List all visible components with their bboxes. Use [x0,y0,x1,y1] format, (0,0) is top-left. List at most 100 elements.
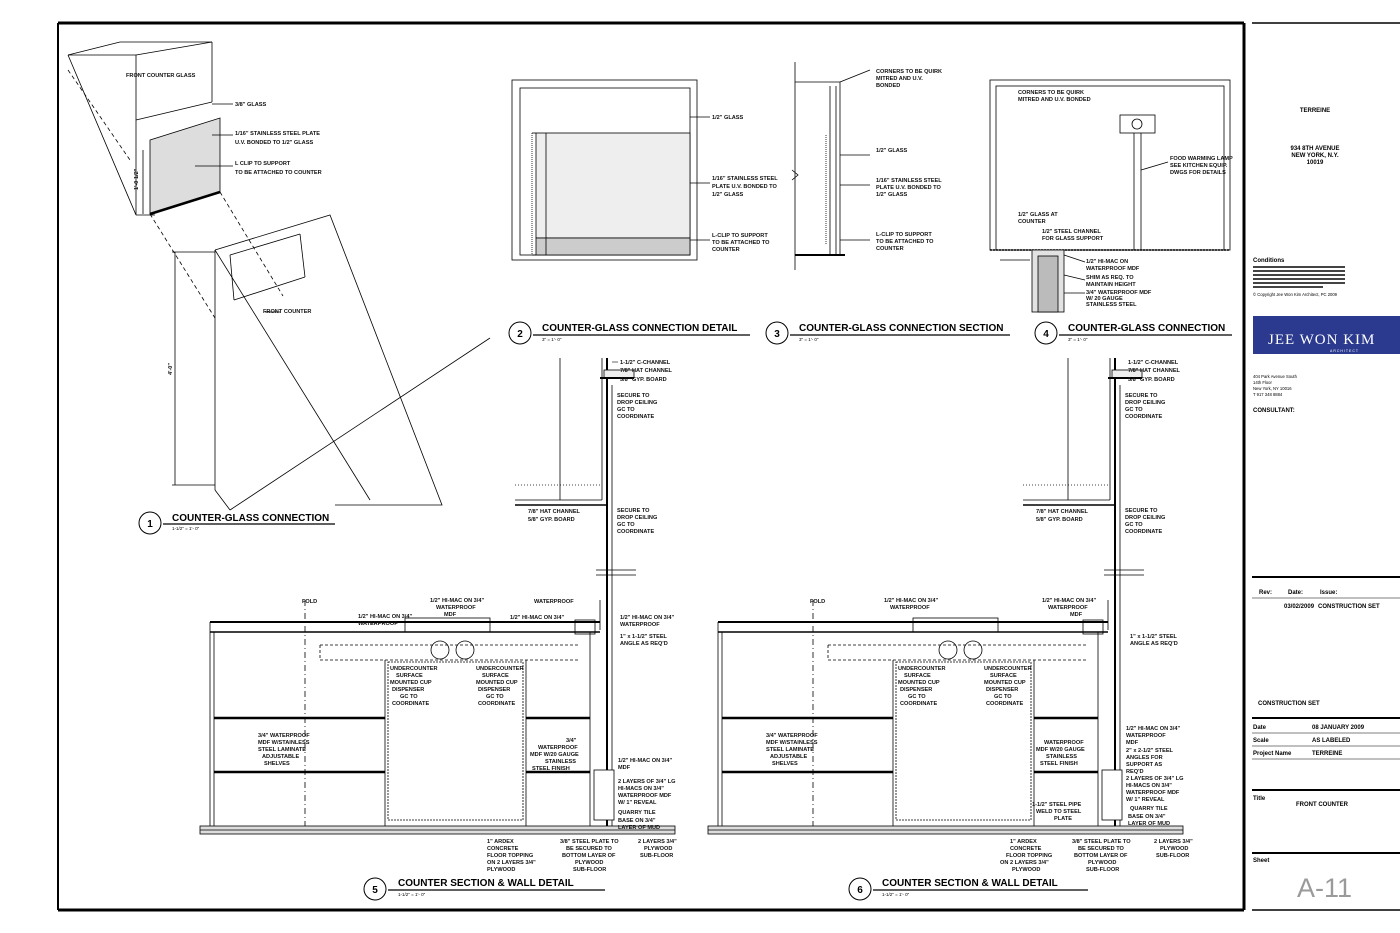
note6-angles-1: 2" x 2-1/2" STEEL [1126,748,1174,754]
note-clip-2: TO BE ATTACHED TO [712,240,770,246]
firm-address-3: New York, NY 10016 [1253,386,1292,391]
note-glass: 1/2" GLASS [876,148,908,154]
detail-title-3: 3 COUNTER-GLASS CONNECTION SECTION 3" = … [765,321,1010,345]
note6-cup-3: MOUNTED CUP [898,680,940,686]
address-line-3: 10019 [1307,160,1324,166]
date-label: Date: [1288,590,1303,596]
note-base-1: BASE ON 3/4" [618,818,656,824]
note-hat-2: 7/8" HAT CHANNEL [528,509,581,515]
note-clip-1: L-CLIP TO SUPPORT [712,233,768,239]
note6-gyp-2: 5/8" GYP. BOARD [1036,517,1083,523]
rev-date: 03/02/2009 [1284,604,1315,610]
firm-phone: T 917 348 8884 [1253,392,1283,397]
note-shelf-1: 3/4" WATERPROOF [258,733,310,739]
note-corners-2: MITRED AND U.V. [876,76,923,82]
note-secure-7: GC TO [617,522,635,528]
project-name-label: Project Name [1253,751,1292,757]
note-plate-1: 3/8" STEEL PLATE TO [560,839,619,845]
note-himac-w-1: 1/2" HI-MAC ON 3/4" [620,615,674,621]
note6-shelf-3: STEEL LAMINATE [766,747,814,753]
note6-ardex-4: ON 2 LAYERS 3/4" [1000,860,1049,866]
note6-cup-7: UNDERCOUNTER [984,666,1032,672]
note-cup-11: GC TO [486,694,504,700]
note-front-counter: FRONT COUNTER [263,309,311,315]
note6-himac-b-1: 1/2" HI-MAC ON 3/4" [1126,726,1180,732]
detail-scale: 1-1/2" = 1'- 0" [882,892,910,897]
note-glass: 1/2" GLASS [712,115,744,121]
note6-layers-4: W/ 1" REVEAL [1126,797,1165,803]
note6-ply-1: 2 LAYERS 3/4" [1154,839,1193,845]
note-gyp-2: 5/8" GYP. BOARD [528,517,575,523]
note-cup-8: SURFACE [482,673,509,679]
note6-plate-4: PLYWOOD [1088,860,1116,866]
note-channel-1: 1/2" STEEL CHANNEL [1042,229,1101,235]
note6-shelf-1: 3/4" WATERPROOF [766,733,818,739]
note6-himac-b-2: WATERPROOF [1126,733,1166,739]
note6-himac-r-2: WATERPROOF [1048,605,1088,611]
note-shim-2: MAINTAIN HEIGHT [1086,282,1136,288]
note6-secure-3: GC TO [1125,407,1143,413]
detail-title-4: 4 COUNTER-GLASS CONNECTION 3" = 1'- 0" [1034,321,1232,345]
note-corners-1: CORNERS TO BE QUIRK [1018,90,1084,96]
note-wp-4: STAINLESS [545,759,576,765]
detail-number: 6 [857,885,863,896]
note-cchannel: 1-1/2" C-CHANNEL [620,360,671,366]
note6-secure-1: SECURE TO [1125,393,1158,399]
note-ply-1: 2 LAYERS 3/4" [638,839,677,845]
note-himac-r-1: 1/2" HI-MAC ON 3/4" [510,615,564,621]
note-ardex-3: FLOOR TOPPING [487,853,533,859]
dim-a: 1'-0 1/2" [134,168,140,190]
note-clip-3: COUNTER [876,246,904,252]
note6-plate-5: SUB-FLOOR [1086,867,1119,873]
note-cup-4: DISPENSER [392,687,424,693]
note-shelf-5: SHELVES [264,761,290,767]
note-wp-3: MDF W/20 GAUGE [530,752,579,758]
firm-address-1: 404 Park Avenue South [1253,374,1298,379]
note6-cup-12: COORDINATE [986,701,1023,707]
note6-himac-r-3: MDF [1070,612,1083,618]
note-hat: 7/8" HAT CHANNEL [620,368,673,374]
detail-2-notes: 1/2" GLASS 1/16" STAINLESS STEEL PLATE U… [712,115,778,253]
detail-scale: 3" = 1'- 0" [1068,337,1088,342]
note-secure-8: COORDINATE [617,529,654,535]
firm-logo-text: JEE WON KIM [1268,332,1375,348]
note-plate-2: PLATE U.V. BONDED TO [876,185,942,191]
address-line-2: NEW YORK, N.Y. [1291,153,1339,159]
note6-himac-top-1: 1/2" HI-MAC ON 3/4" [884,598,938,604]
note-cup-6: COORDINATE [392,701,429,707]
note-himac-2: WATERPROOF MDF [1086,266,1140,272]
note6-cup-2: SURFACE [904,673,931,679]
note-plate-2: U.V. BONDED TO 1/2" GLASS [235,140,313,146]
note-glass: 3/8" GLASS [235,102,267,108]
note6-angles-3: SUPPORT AS [1126,762,1162,768]
note6-hat-2: 7/8" HAT CHANNEL [1036,509,1089,515]
note-secure-1: SECURE TO [617,393,650,399]
note6-cup-6: COORDINATE [900,701,937,707]
note-himac-r-2: WATERPROOF [534,599,574,605]
detail-title-5: 5 COUNTER SECTION & WALL DETAIL 1-1/2" =… [363,877,605,901]
note-shelf-2: MDF W/STAINLESS [258,740,310,746]
note-corners-1: CORNERS TO BE QUIRK [876,69,942,75]
note-angle-2: ANGLE AS REQ'D [620,641,668,647]
detail-1-drawing [67,41,491,511]
rev-issue: CONSTRUCTION SET [1318,604,1380,610]
note-secure-6: DROP CEILING [617,515,657,521]
detail-title-text: COUNTER-GLASS CONNECTION DETAIL [542,323,737,334]
note6-plate-1: 3/8" STEEL PLATE TO [1072,839,1131,845]
note6-cup-4: DISPENSER [900,687,932,693]
issue-label: Issue: [1320,590,1337,596]
detail-title-1: 1 COUNTER-GLASS CONNECTION 1-1/2" = 1'- … [138,511,335,535]
detail-title-2: 2 COUNTER-GLASS CONNECTION DETAIL 3" = 1… [508,321,750,345]
note-shelf-3: STEEL LAMINATE [258,747,306,753]
note-layers-3: WATERPROOF MDF [618,793,672,799]
note-himac-top-1: 1/2" HI-MAC ON 3/4" [430,598,484,604]
note-ardex-2: CONCRETE [487,846,519,852]
copyright: © Copyright Jee Won Kim Architect, PC 20… [1253,292,1338,297]
note6-cchannel: 1-1/2" C-CHANNEL [1128,360,1179,366]
detail-scale: 1-1/2" = 1'- 0" [172,526,200,531]
note-corners-2: MITRED AND U.V. BONDED [1018,97,1091,103]
note-cup-9: MOUNTED CUP [476,680,518,686]
detail-5-notes: 1-1/2" C-CHANNEL 7/8" HAT CHANNEL 5/8" G… [258,360,677,873]
dim-b: 4'-0" [168,363,174,375]
